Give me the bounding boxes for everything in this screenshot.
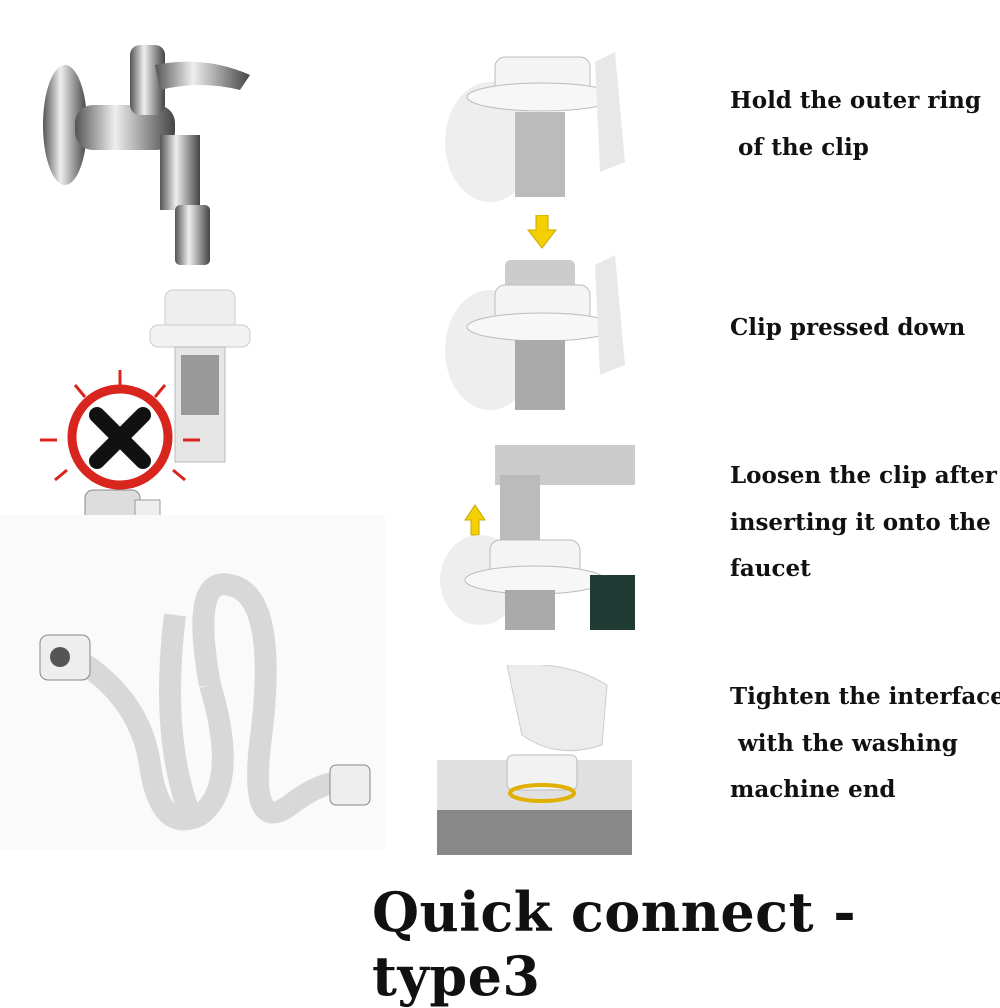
step-4-text: Tighten the interface with the washing ma… [730, 674, 1000, 814]
hose-connector-image [149, 289, 251, 463]
coiled-hose-image [0, 515, 385, 850]
step-1-text: Hold the outer ring of the clip [730, 78, 981, 171]
step-2-image [445, 255, 625, 410]
wrong-connector-warning-icon [40, 370, 200, 531]
step-3-image [440, 445, 635, 630]
arrow-down-icon [527, 215, 557, 249]
step-3-line-1: Loosen the clip after [730, 462, 997, 489]
step-2-line-1: Clip pressed down [730, 314, 966, 341]
step-4-line-1: Tighten the interface [730, 683, 1000, 710]
step-1-line-2: of the clip [730, 133, 869, 161]
step-3-line-3: faucet [730, 555, 811, 582]
step-3-text: Loosen the clip after inserting it onto t… [730, 453, 997, 593]
step-2-text: Clip pressed down [730, 305, 965, 352]
step-4-image [437, 665, 632, 855]
step-4-line-2: with the washing [730, 729, 958, 757]
step-3-line-2: inserting it onto the [730, 508, 991, 536]
step-4-line-3: machine end [730, 776, 896, 803]
step-1-line-1: Hold the outer ring [730, 87, 981, 114]
step-1-image [445, 52, 625, 202]
faucet-image [43, 45, 250, 265]
page-title: Quick connect -type3 [372, 880, 857, 1008]
